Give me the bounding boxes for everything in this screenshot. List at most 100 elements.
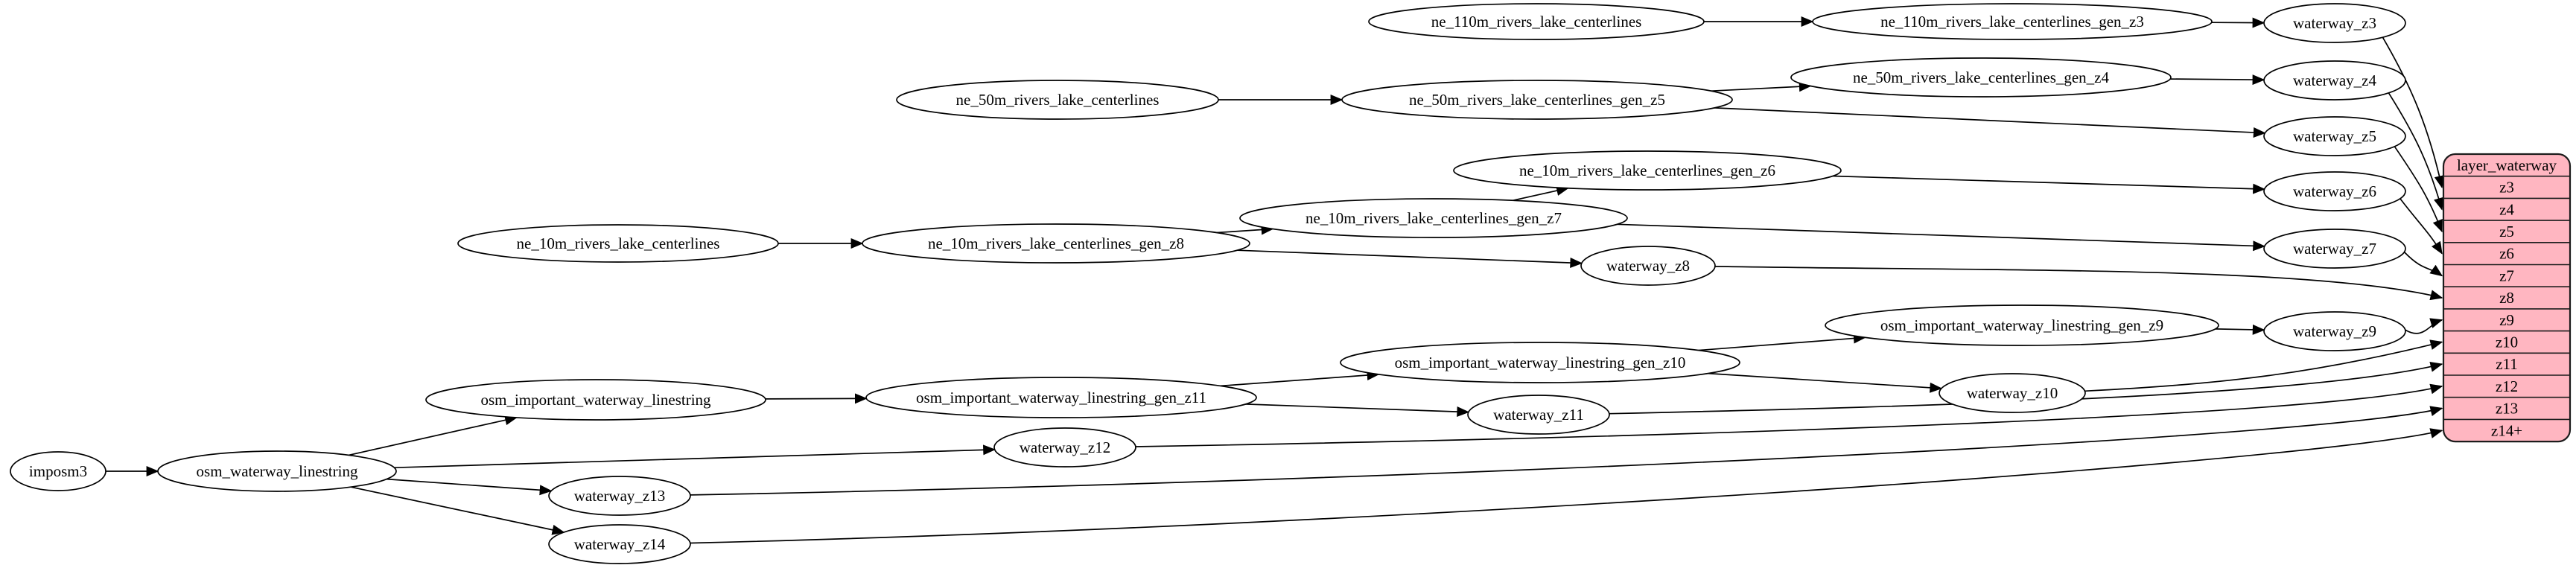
record-row-z6: z6	[2499, 245, 2514, 263]
node-waterway_z3: waterway_z3	[2263, 3, 2406, 43]
node-label: osm_important_waterway_linestring_gen_z9	[1880, 316, 2163, 334]
node-label: waterway_z10	[1967, 384, 2058, 402]
record-row-z3: z3	[2499, 179, 2514, 197]
edge-osm_important_waterway_linestring_gen_z10-to-osm_important_waterway_linestring_gen_z9	[1698, 333, 1866, 351]
node-label: osm_important_waterway_linestring_gen_z1…	[1395, 354, 1686, 371]
node-ellipse	[2263, 3, 2406, 43]
node-osm_important_waterway_linestring_gen_z10: osm_important_waterway_linestring_gen_z1…	[1340, 342, 1740, 383]
node-label: ne_50m_rivers_lake_centerlines	[956, 91, 1160, 109]
node-ellipse	[1790, 57, 2172, 98]
node-layer: imposm3 osm_waterway_linestring osm_import…	[10, 3, 2406, 564]
node-ne_10m_rivers_lake_centerlines_gen_z8: ne_10m_rivers_lake_centerlines_gen_z8	[862, 223, 1250, 264]
node-label: waterway_z9	[2293, 322, 2376, 340]
node-label: imposm3	[29, 462, 87, 480]
node-label: waterway_z5	[2293, 127, 2376, 145]
node-label: waterway_z11	[1493, 406, 1584, 424]
node-ne_10m_rivers_lake_centerlines_gen_z6: ne_10m_rivers_lake_centerlines_gen_z6	[1453, 150, 1842, 191]
record-frame	[2442, 153, 2572, 443]
node-label: ne_50m_rivers_lake_centerlines_gen_z5	[1409, 91, 1665, 109]
node-ellipse	[1368, 3, 1705, 40]
node-ellipse	[2263, 229, 2406, 269]
record-row-z13: z13	[2496, 400, 2518, 418]
edge-waterway_z3-to-layer_waterway-z3	[2382, 36, 2445, 188]
node-ellipse	[548, 476, 691, 516]
node-label: waterway_z13	[574, 487, 665, 505]
edge-waterway_z8-to-layer_waterway-z8	[1714, 266, 2443, 301]
node-label: ne_10m_rivers_lake_centerlines	[517, 234, 720, 252]
node-ne_10m_rivers_lake_centerlines: ne_10m_rivers_lake_centerlines	[457, 224, 779, 263]
node-ellipse	[425, 379, 766, 421]
node-waterway_z6: waterway_z6	[2263, 171, 2406, 211]
node-osm_important_waterway_linestring: osm_important_waterway_linestring	[425, 379, 766, 421]
record-row-z12: z12	[2496, 377, 2518, 395]
node-label: osm_important_waterway_linestring_gen_z1…	[916, 389, 1206, 406]
node-ne_110m_rivers_lake_centerlines_gen_z3: ne_110m_rivers_lake_centerlines_gen_z3	[1812, 3, 2213, 40]
edge-osm_important_waterway_linestring_gen_z11-to-waterway_z11	[1245, 403, 1470, 418]
node-ellipse	[896, 80, 1219, 120]
node-waterway_z8: waterway_z8	[1580, 246, 1716, 286]
node-ellipse	[457, 224, 779, 263]
node-label: waterway_z6	[2293, 182, 2376, 200]
node-ellipse	[2263, 60, 2406, 100]
edge-ne_10m_rivers_lake_centerlines_gen_z6-to-waterway_z6	[1832, 175, 2265, 194]
edge-waterway_z5-to-layer_waterway-z5	[2394, 146, 2443, 233]
edge-osm_important_waterway_linestring_gen_z10-to-waterway_z10	[1708, 372, 1943, 393]
node-waterway_z14: waterway_z14	[548, 524, 691, 564]
node-waterway_z9: waterway_z9	[2263, 311, 2406, 351]
node-osm_important_waterway_linestring_gen_z9: osm_important_waterway_linestring_gen_z9	[1825, 304, 2219, 346]
node-waterway_z11: waterway_z11	[1467, 395, 1610, 435]
record-row-z5: z5	[2499, 223, 2514, 240]
edge-waterway_z10-to-layer_waterway-z10	[2084, 339, 2443, 392]
node-label: ne_10m_rivers_lake_centerlines_gen_z8	[928, 234, 1184, 252]
node-ellipse	[1812, 3, 2213, 40]
node-ellipse	[548, 524, 691, 564]
edge-osm_waterway_linestring-to-waterway_z12	[394, 444, 996, 469]
node-ellipse	[2263, 171, 2406, 211]
node-label: osm_waterway_linestring	[197, 462, 358, 480]
edge-ne_10m_rivers_lake_centerlines_gen_z8-to-ne_10m_rivers_lake_centerlines_gen_z7	[1216, 224, 1274, 235]
record-layer_waterway: layer_waterwayz3z4z5z6z7z8z9z10z11z12z13…	[2442, 153, 2572, 443]
node-label: waterway_z14	[574, 535, 666, 553]
record-row-z10: z10	[2496, 333, 2518, 351]
edge-osm_important_waterway_linestring_gen_z9-to-waterway_z9	[2215, 324, 2265, 335]
record-row-z4: z4	[2499, 200, 2514, 218]
node-label: ne_50m_rivers_lake_centerlines_gen_z4	[1853, 68, 2110, 86]
node-ellipse	[1580, 246, 1716, 286]
node-label: ne_10m_rivers_lake_centerlines_gen_z7	[1306, 209, 1562, 227]
edge-osm_important_waterway_linestring_gen_z11-to-osm_important_waterway_linestring_gen_z10	[1220, 370, 1380, 387]
edge-waterway_z9-to-layer_waterway-z9	[2405, 318, 2443, 334]
edge-waterway_z11-to-layer_waterway-z11	[1609, 361, 2443, 415]
edge-waterway_z13-to-layer_waterway-z13	[690, 406, 2443, 496]
node-ellipse	[1467, 395, 1610, 435]
node-ne_50m_rivers_lake_centerlines_gen_z5: ne_50m_rivers_lake_centerlines_gen_z5	[1341, 80, 1733, 120]
node-ellipse	[862, 223, 1250, 264]
node-waterway_z5: waterway_z5	[2263, 116, 2406, 156]
node-label: waterway_z12	[1020, 438, 1110, 456]
node-ellipse	[1825, 304, 2219, 346]
edge-waterway_z12-to-layer_waterway-z12	[1135, 383, 2443, 447]
node-ellipse	[157, 450, 397, 492]
edge-layer	[106, 16, 2445, 544]
edge-ne_50m_rivers_lake_centerlines_gen_z5-to-ne_50m_rivers_lake_centerlines_gen_z4	[1711, 81, 1812, 92]
node-ne_10m_rivers_lake_centerlines_gen_z7: ne_10m_rivers_lake_centerlines_gen_z7	[1239, 198, 1628, 238]
edge-osm_waterway_linestring-to-osm_important_waterway_linestring	[349, 415, 518, 456]
record-row-z9: z9	[2499, 311, 2514, 329]
node-label: ne_110m_rivers_lake_centerlines	[1431, 13, 1642, 31]
node-ellipse	[1239, 198, 1628, 238]
edge-ne_50m_rivers_lake_centerlines_gen_z4-to-waterway_z4	[2170, 74, 2265, 86]
record-row-z8: z8	[2499, 289, 2514, 307]
node-label: osm_important_waterway_linestring	[480, 391, 711, 409]
record-row-z14+: z14+	[2491, 421, 2522, 439]
node-ellipse	[1939, 373, 2086, 413]
edge-ne_10m_rivers_lake_centerlines_gen_z7-to-waterway_z7	[1617, 223, 2266, 252]
node-ellipse	[1453, 150, 1842, 191]
edge-waterway_z4-to-layer_waterway-z4	[2388, 92, 2444, 211]
edge-ne_10m_rivers_lake_centerlines_gen_z7-to-ne_10m_rivers_lake_centerlines_gen_z6	[1513, 185, 1569, 202]
node-waterway_z7: waterway_z7	[2263, 229, 2406, 269]
node-osm_waterway_linestring: osm_waterway_linestring	[157, 450, 397, 492]
edge-osm_waterway_linestring-to-waterway_z14	[351, 486, 565, 535]
node-osm_important_waterway_linestring_gen_z11: osm_important_waterway_linestring_gen_z1…	[865, 377, 1257, 418]
node-imposm3: imposm3	[10, 451, 106, 491]
node-ne_50m_rivers_lake_centerlines: ne_50m_rivers_lake_centerlines	[896, 80, 1219, 120]
